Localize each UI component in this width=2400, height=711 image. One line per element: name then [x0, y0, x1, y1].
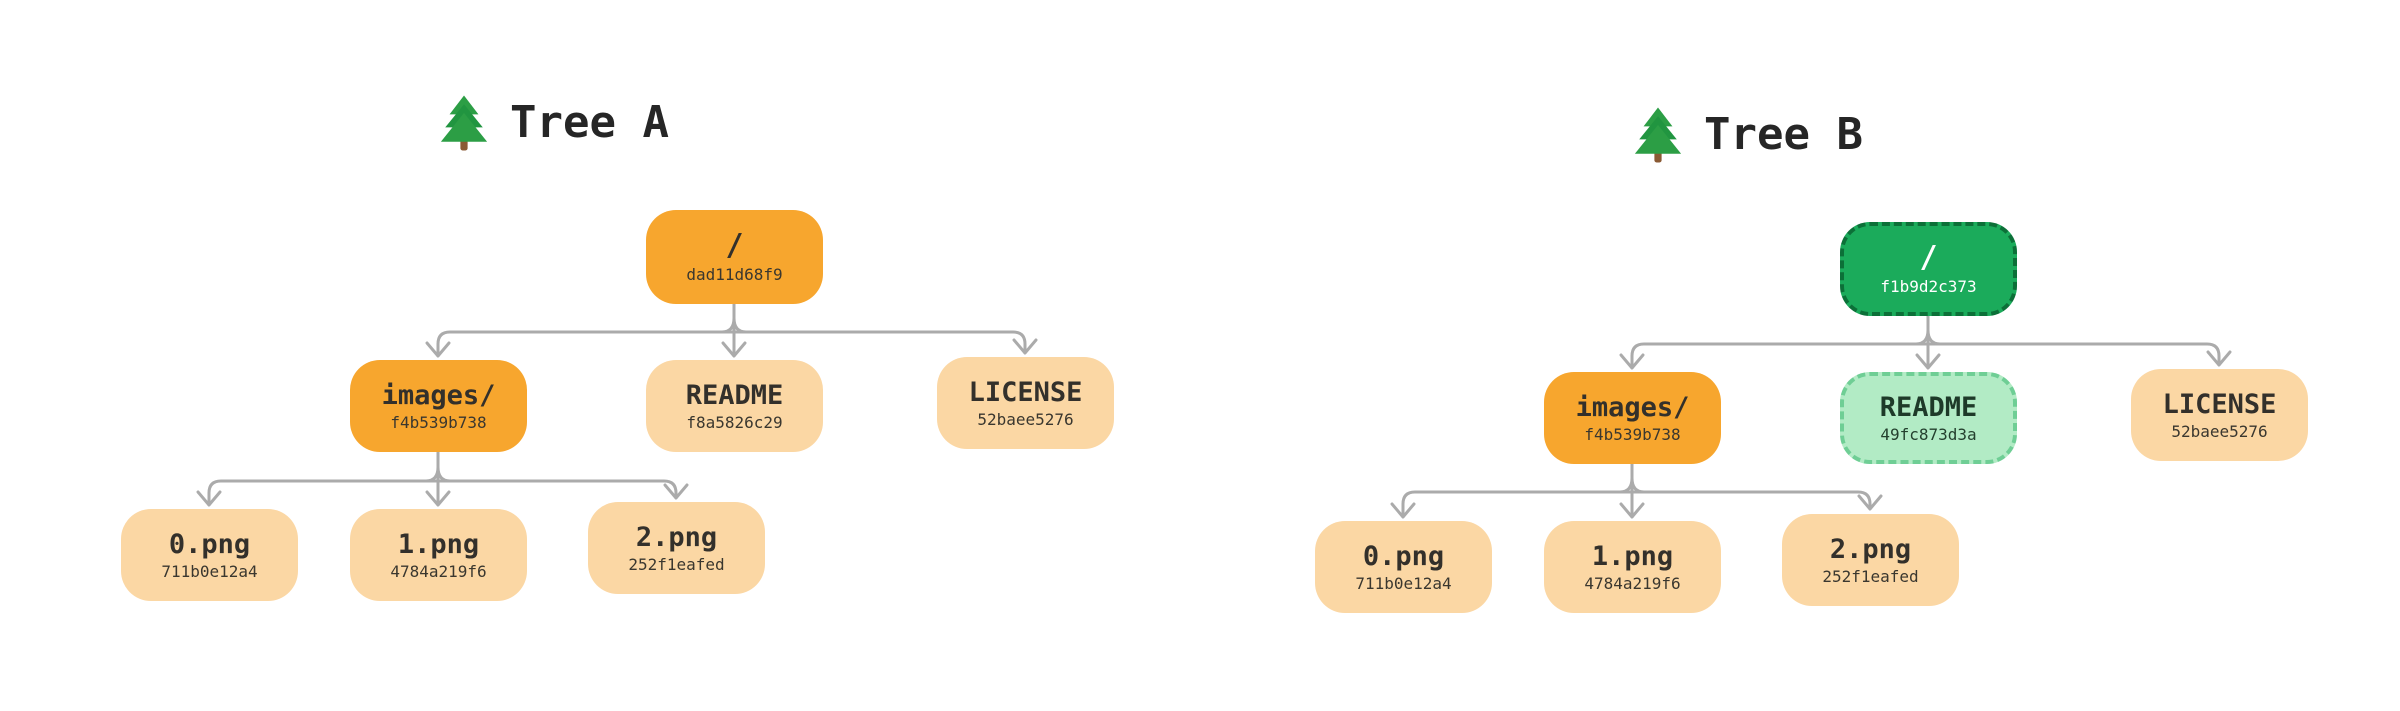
- node-hash: 252f1eafed: [1822, 566, 1919, 586]
- connector-tree-a-root: [425, 302, 1038, 358]
- tree-a-node-png2: 2.png 252f1eafed: [588, 502, 765, 594]
- tree-b-title: Tree B: [1632, 106, 1863, 164]
- tree-a-node-png1: 1.png 4784a219f6: [350, 509, 527, 601]
- connector-tree-b-root: [1619, 314, 2232, 370]
- node-hash: 52baee5276: [977, 409, 1074, 429]
- tree-b-node-root: / f1b9d2c373: [1840, 222, 2017, 316]
- tree-a-title: Tree A: [438, 94, 669, 152]
- node-label: 2.png: [635, 521, 718, 553]
- node-label: 1.png: [397, 528, 480, 560]
- tree-b-node-png0: 0.png 711b0e12a4: [1315, 521, 1492, 613]
- node-label: /: [725, 228, 744, 263]
- node-label: 2.png: [1829, 533, 1912, 565]
- node-hash: 711b0e12a4: [1355, 573, 1452, 593]
- connector-tree-b-images: [1390, 462, 1883, 519]
- node-label: 0.png: [168, 528, 251, 560]
- node-label: /: [1919, 240, 1938, 275]
- tree-b-node-png1: 1.png 4784a219f6: [1544, 521, 1721, 613]
- evergreen-tree-icon: [1634, 107, 1682, 163]
- connector-tree-a-images: [196, 450, 689, 507]
- tree-b-node-license: LICENSE 52baee5276: [2131, 369, 2308, 461]
- node-label: README: [685, 379, 784, 411]
- node-hash: f1b9d2c373: [1880, 277, 1977, 296]
- node-label: 0.png: [1362, 540, 1445, 572]
- tree-a-node-images: images/ f4b539b738: [350, 360, 527, 452]
- tree-b-node-png2: 2.png 252f1eafed: [1782, 514, 1959, 606]
- tree-b-node-readme: README 49fc873d3a: [1840, 372, 2017, 464]
- tree-a-node-license: LICENSE 52baee5276: [937, 357, 1114, 449]
- tree-b-title-label: Tree B: [1704, 109, 1863, 160]
- node-hash: dad11d68f9: [686, 265, 783, 284]
- tree-a-node-readme: README f8a5826c29: [646, 360, 823, 452]
- node-hash: 711b0e12a4: [161, 561, 258, 581]
- node-hash: 4784a219f6: [1584, 573, 1681, 593]
- node-hash: 4784a219f6: [390, 561, 487, 581]
- node-hash: 49fc873d3a: [1880, 424, 1977, 444]
- node-hash: 52baee5276: [2171, 421, 2268, 441]
- tree-a-title-label: Tree A: [510, 97, 669, 148]
- node-label: images/: [381, 379, 496, 411]
- tree-b-node-images: images/ f4b539b738: [1544, 372, 1721, 464]
- tree-a-node-root: / dad11d68f9: [646, 210, 823, 304]
- node-label: images/: [1575, 391, 1690, 423]
- node-hash: f8a5826c29: [686, 412, 783, 432]
- node-label: README: [1879, 391, 1978, 423]
- node-hash: f4b539b738: [1584, 424, 1681, 444]
- tree-a-node-png0: 0.png 711b0e12a4: [121, 509, 298, 601]
- node-label: LICENSE: [2162, 388, 2277, 420]
- node-label: LICENSE: [968, 376, 1083, 408]
- node-label: 1.png: [1591, 540, 1674, 572]
- node-hash: f4b539b738: [390, 412, 487, 432]
- node-hash: 252f1eafed: [628, 554, 725, 574]
- evergreen-tree-icon: [440, 95, 488, 151]
